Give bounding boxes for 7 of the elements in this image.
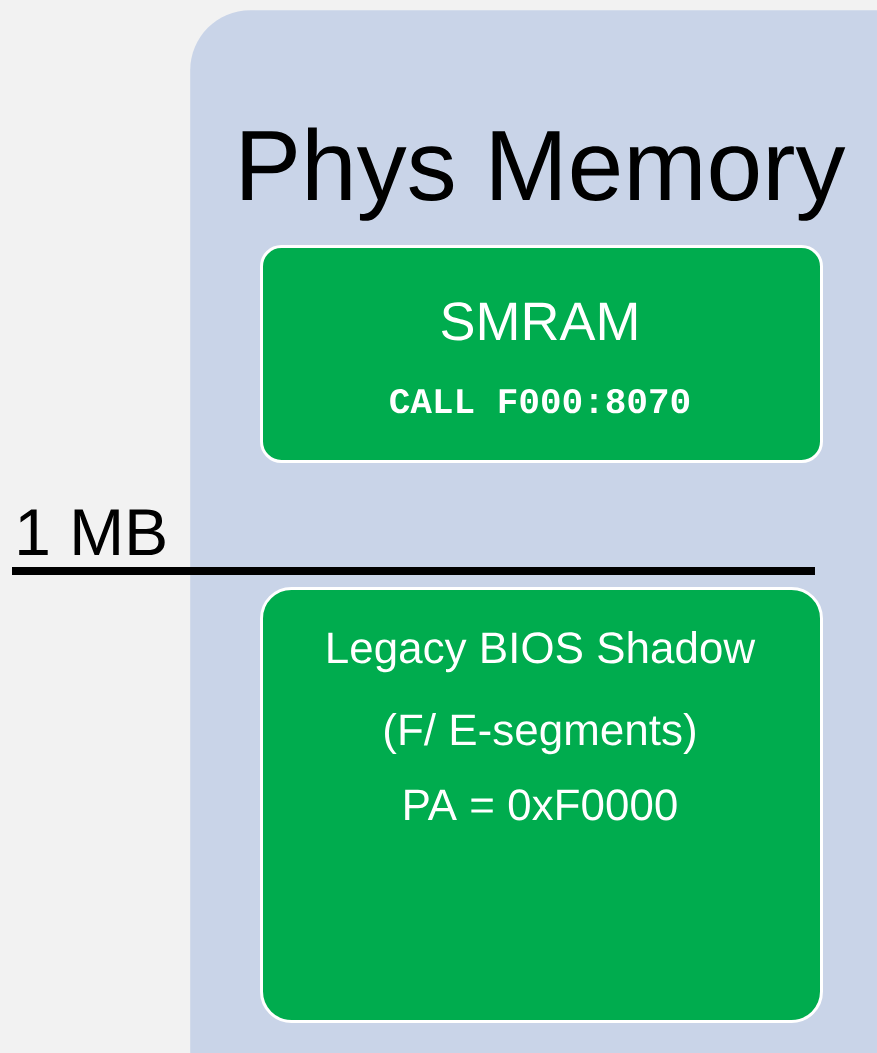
panel-title: Phys Memory <box>242 127 846 221</box>
box-heading: SMRAM <box>441 302 637 341</box>
box-text: PA = 0xF0000 <box>405 789 677 821</box>
code-text: CALL F000:8070 <box>390 388 690 414</box>
box-text: (F/ E-segments) <box>385 713 695 755</box>
boundary-label: 1 MB <box>19 509 165 555</box>
box-heading: Legacy BIOS Shadow <box>328 631 756 673</box>
